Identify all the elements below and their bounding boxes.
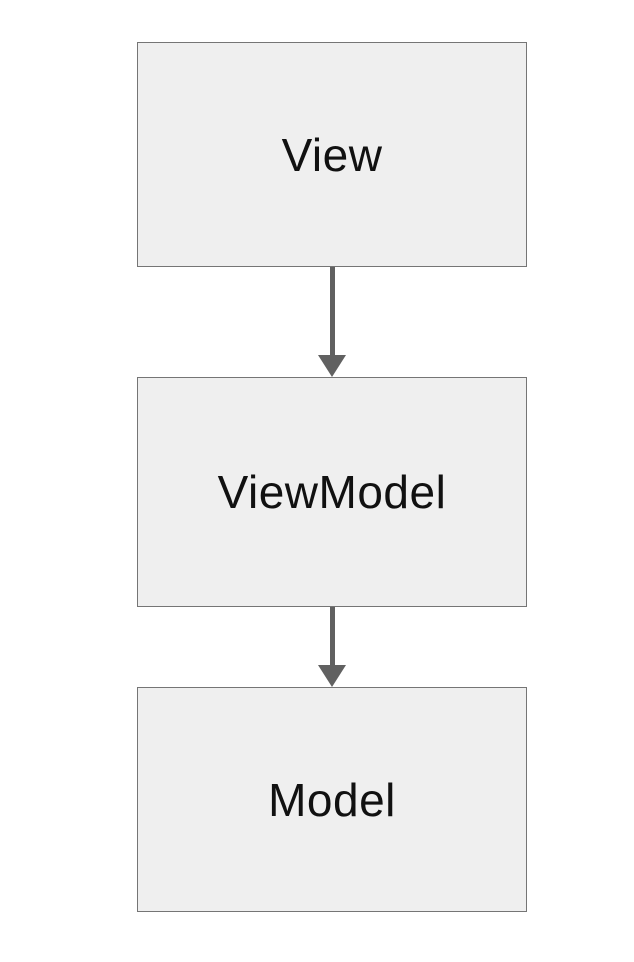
node-view: View: [137, 42, 527, 267]
node-model: Model: [137, 687, 527, 912]
node-view-label: View: [281, 128, 383, 181]
arrow-line: [329, 607, 335, 665]
arrow-view-to-viewmodel: [318, 267, 346, 377]
node-viewmodel-label: ViewModel: [217, 466, 447, 518]
node-viewmodel: ViewModel: [137, 377, 527, 607]
arrow-head-icon: [318, 665, 346, 687]
arrow-head-icon: [318, 355, 346, 377]
arrow-viewmodel-to-model: [318, 607, 346, 687]
node-model-label: Model: [268, 773, 396, 826]
arrow-line: [329, 267, 335, 355]
